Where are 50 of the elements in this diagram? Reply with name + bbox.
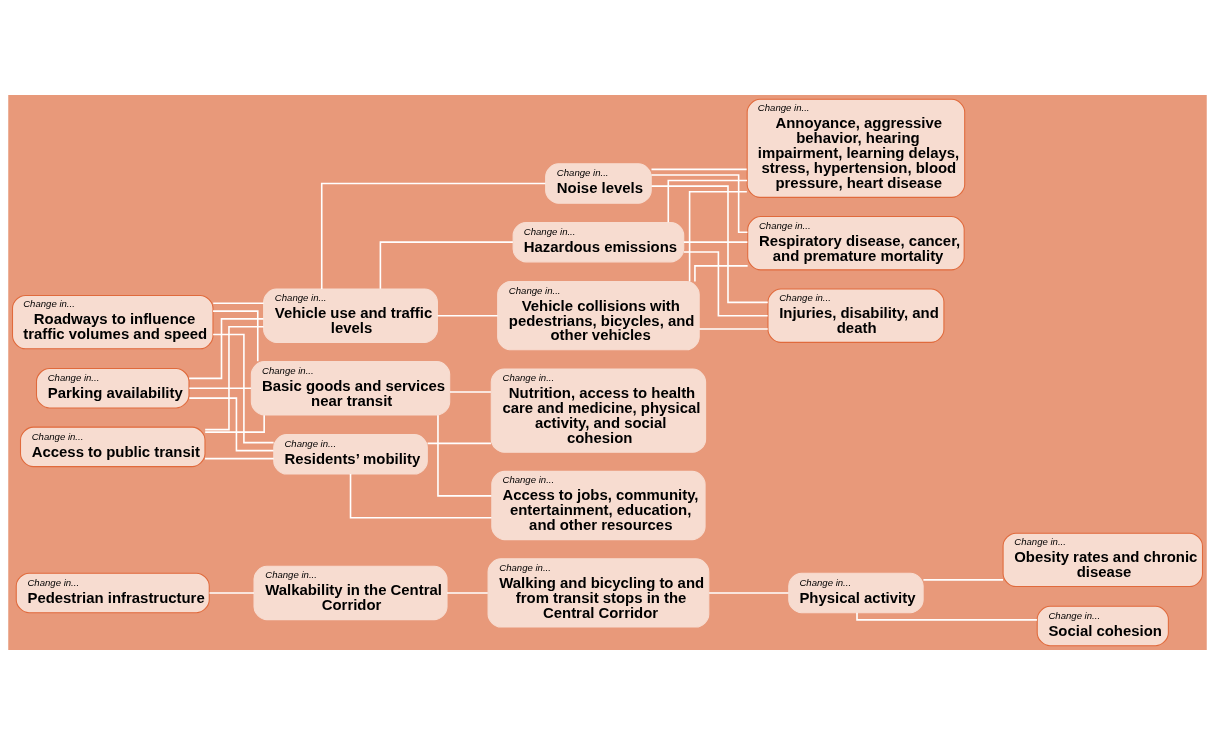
node-box: Change in... Injuries, disability, and death bbox=[767, 288, 945, 343]
node-box: Change in... Access to jobs, community, entertainment, education, and other resources bbox=[491, 470, 706, 540]
node-box: Change in... Social cohesion bbox=[1036, 605, 1169, 646]
node-box: Change in... Obesity rates and chronic disease bbox=[1002, 532, 1204, 587]
connector bbox=[204, 413, 265, 433]
node-box: Change in... Walking and bicycling to and from transit stops in the Central Corridor bbox=[487, 557, 710, 628]
connector bbox=[212, 301, 265, 304]
connector bbox=[694, 264, 749, 282]
connector bbox=[349, 472, 493, 519]
connector bbox=[683, 240, 749, 243]
node-box: Change in... Roadways to influence traffic volumes and speed bbox=[11, 294, 214, 349]
node-box: Change in... Residents’ mobility bbox=[273, 433, 428, 475]
connector bbox=[212, 309, 259, 362]
connector bbox=[379, 240, 514, 290]
node-box: Change in... Basic goods and services near transit bbox=[250, 360, 451, 415]
node-box: Change in... Nutrition, access to health care and medicine, physical activity, and social cohesion bbox=[490, 368, 707, 453]
node-box: Change in... Walkability in the Central Corridor bbox=[253, 565, 448, 620]
connector bbox=[650, 184, 769, 303]
node-box: Change in... Annoyance, aggressive behavior, hearing impairment, learning delays, stress, hypertension, blood pressure, heart disease bbox=[746, 98, 966, 198]
node-box: Change in... Hazardous emissions bbox=[512, 221, 685, 262]
node-box: Change in... Physical activity bbox=[788, 572, 924, 613]
connector bbox=[698, 327, 769, 330]
connector bbox=[212, 333, 275, 443]
connector bbox=[204, 457, 275, 459]
connector bbox=[188, 386, 252, 389]
connector bbox=[688, 190, 748, 282]
node-box: Change in... Parking availability bbox=[35, 367, 190, 408]
connector bbox=[708, 591, 790, 594]
connector bbox=[436, 314, 499, 317]
connector bbox=[650, 168, 748, 170]
connector bbox=[449, 390, 492, 393]
connector bbox=[188, 396, 275, 451]
connector bbox=[650, 173, 749, 233]
connector bbox=[320, 182, 547, 290]
connector bbox=[426, 442, 492, 444]
node-box: Change in... Vehicle collisions with pedestrians, bicycles, and other vehicles bbox=[497, 280, 700, 350]
connector bbox=[437, 413, 493, 497]
connector bbox=[208, 591, 255, 594]
node-box: Change in... Noise levels bbox=[545, 162, 652, 204]
connector bbox=[188, 317, 265, 379]
node-box: Change in... Pedestrian infrastructure bbox=[15, 572, 210, 613]
connector bbox=[204, 325, 265, 430]
node-box: Change in... Vehicle use and traffic levels bbox=[263, 288, 438, 343]
connector bbox=[922, 578, 1004, 581]
connector bbox=[667, 179, 748, 223]
node-box: Change in... Access to public transit bbox=[19, 426, 206, 467]
node-box: Change in... Respiratory disease, cancer, and premature mortality bbox=[747, 215, 965, 270]
connector bbox=[856, 611, 1038, 621]
connector bbox=[446, 591, 489, 594]
connector bbox=[683, 250, 769, 317]
